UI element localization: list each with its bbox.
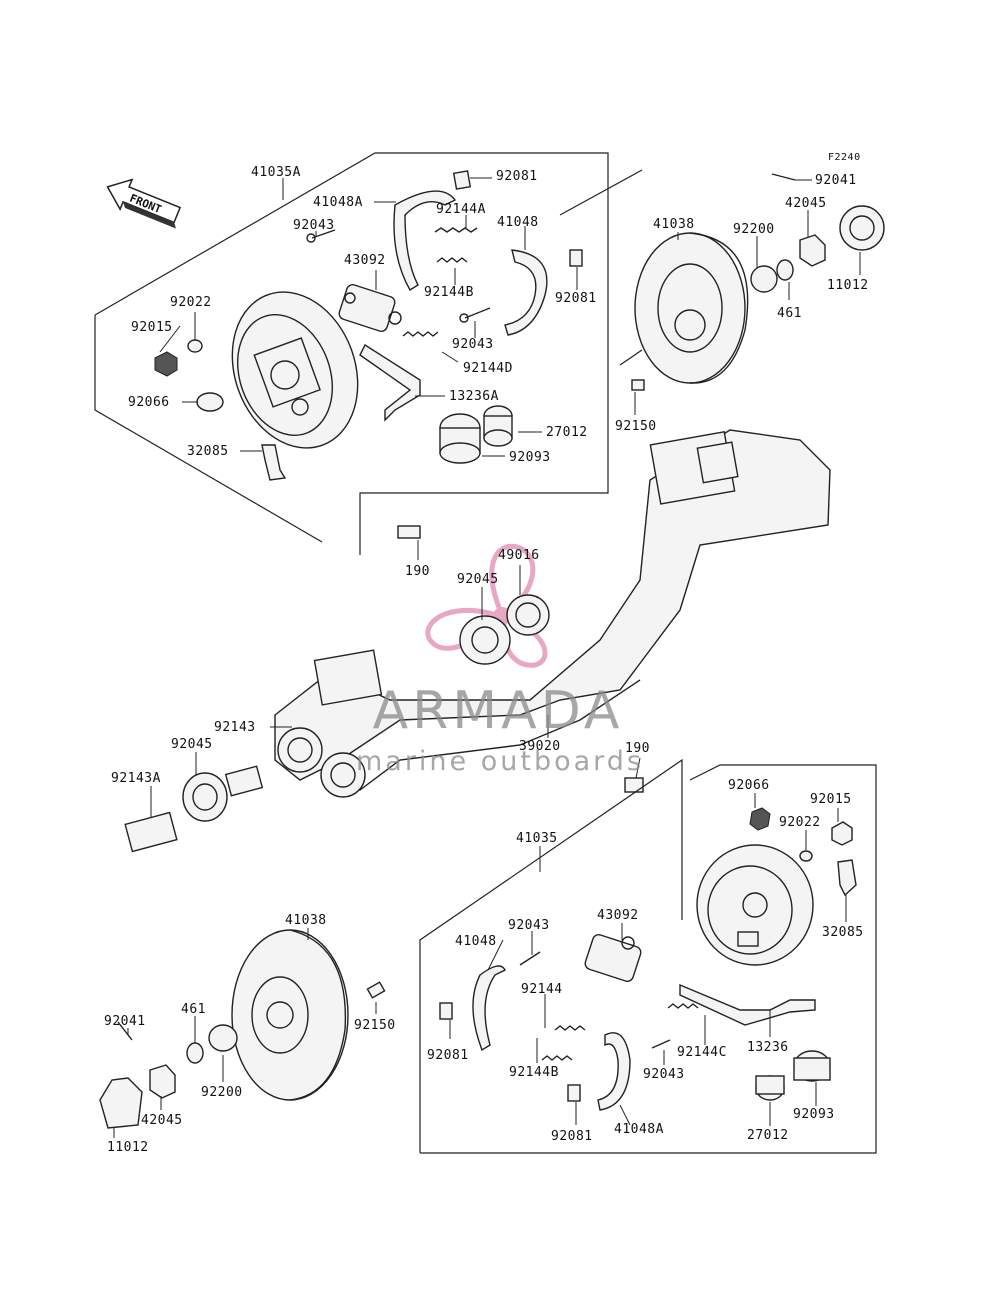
brake-shoe-right-bottom: [597, 1032, 631, 1111]
label-92022-top: 92022: [170, 295, 212, 310]
label-92045-left: 92045: [171, 737, 213, 752]
label-92144C: 92144C: [677, 1045, 727, 1060]
label-41035: 41035: [516, 831, 558, 846]
small-parts-bottom: [439, 807, 857, 1102]
label-92150-bot: 92150: [354, 1018, 396, 1033]
label-92043-top-2: 92043: [452, 337, 494, 352]
label-92066-top: 92066: [128, 395, 170, 410]
figure-ref: F2240: [828, 152, 861, 163]
wheel-cylinder-top: [338, 284, 402, 332]
label-190-bot: 190: [625, 741, 650, 756]
label-11012-top: 11012: [827, 278, 869, 293]
hub-parts-top-right: [750, 173, 885, 293]
label-13236: 13236: [747, 1040, 789, 1055]
label-92015-bot: 92015: [810, 792, 852, 807]
label-92143A: 92143A: [111, 771, 161, 786]
hub-parts-bottom-left: [99, 1021, 238, 1129]
label-42045-top: 42045: [785, 196, 827, 211]
brake-drum-top-right: [631, 232, 749, 391]
label-461-top: 461: [777, 306, 802, 321]
label-92200-bot: 92200: [201, 1085, 243, 1100]
label-92150-top: 92150: [615, 419, 657, 434]
part-labels: 41035A 41048A 92081 92043 92144A 41048 4…: [104, 165, 869, 1155]
label-42045-bot: 42045: [141, 1113, 183, 1128]
label-92144B-top: 92144B: [424, 285, 474, 300]
label-92143: 92143: [214, 720, 256, 735]
label-92022-bot: 92022: [779, 815, 821, 830]
leader-lines: [113, 177, 861, 1138]
label-92043-top-1: 92043: [293, 218, 335, 233]
bottom-brake-assembly-box: [419, 758, 877, 1154]
label-41048-top: 41048: [497, 215, 539, 230]
label-32085-top: 32085: [187, 444, 229, 459]
label-43092-bot: 43092: [597, 908, 639, 923]
label-92015-top: 92015: [131, 320, 173, 335]
label-92045-mid: 92045: [457, 572, 499, 587]
brake-shoe-left-bottom: [472, 965, 506, 1052]
label-92093-top: 92093: [509, 450, 551, 465]
label-92081-bot-2: 92081: [551, 1129, 593, 1144]
label-92043-bot-1: 92043: [508, 918, 550, 933]
front-arrow-icon: FRONT: [106, 178, 182, 229]
label-43092-top: 43092: [344, 253, 386, 268]
label-41035A: 41035A: [251, 165, 301, 180]
label-92144A: 92144A: [436, 202, 486, 217]
label-92081-top-2: 92081: [555, 291, 597, 306]
label-92081-top-1: 92081: [496, 169, 538, 184]
label-92144D: 92144D: [463, 361, 513, 376]
label-13236A: 13236A: [449, 389, 499, 404]
watermark-tagline: marine outboards: [356, 746, 644, 777]
brake-drum-panel-bottom: [696, 844, 814, 966]
label-461-bot: 461: [181, 1002, 206, 1017]
label-92066-bot: 92066: [728, 778, 770, 793]
label-92041-top: 92041: [815, 173, 857, 188]
label-41048A-top: 41048A: [313, 195, 363, 210]
brake-shoe-right-top: [504, 249, 548, 336]
label-49016: 49016: [498, 548, 540, 563]
label-92144B-bot: 92144B: [509, 1065, 559, 1080]
label-41048A-bot: 41048A: [614, 1122, 664, 1137]
small-parts-top: [154, 170, 583, 481]
watermark-brand: ARMADA: [373, 681, 624, 741]
label-41048-bot: 41048: [455, 934, 497, 949]
axle-housing: [274, 429, 831, 798]
label-11012-bot: 11012: [107, 1140, 149, 1155]
label-27012-bot: 27012: [747, 1128, 789, 1143]
label-41038-top: 41038: [653, 217, 695, 232]
label-92144: 92144: [521, 982, 563, 997]
label-92041-bot: 92041: [104, 1014, 146, 1029]
label-41038-bot: 41038: [285, 913, 327, 928]
label-92200-top: 92200: [733, 222, 775, 237]
label-190-top: 190: [405, 564, 430, 579]
brake-drum-panel-top: [231, 291, 359, 449]
bearings-and-seals: [124, 525, 644, 853]
label-32085-bot: 32085: [822, 925, 864, 940]
wheel-cylinder-bottom: [584, 934, 642, 982]
label-92043-bot-2: 92043: [643, 1067, 685, 1082]
top-brake-assembly-box: [94, 152, 643, 555]
label-92093-bot: 92093: [793, 1107, 835, 1122]
label-39020: 39020: [519, 739, 561, 754]
brake-drum-bottom-left: [231, 929, 386, 1101]
watermark: ARMADA marine outboards: [356, 681, 644, 777]
brake-shoe-left-top: [393, 190, 457, 291]
label-92081-bot-1: 92081: [427, 1048, 469, 1063]
label-27012-top: 27012: [546, 425, 588, 440]
